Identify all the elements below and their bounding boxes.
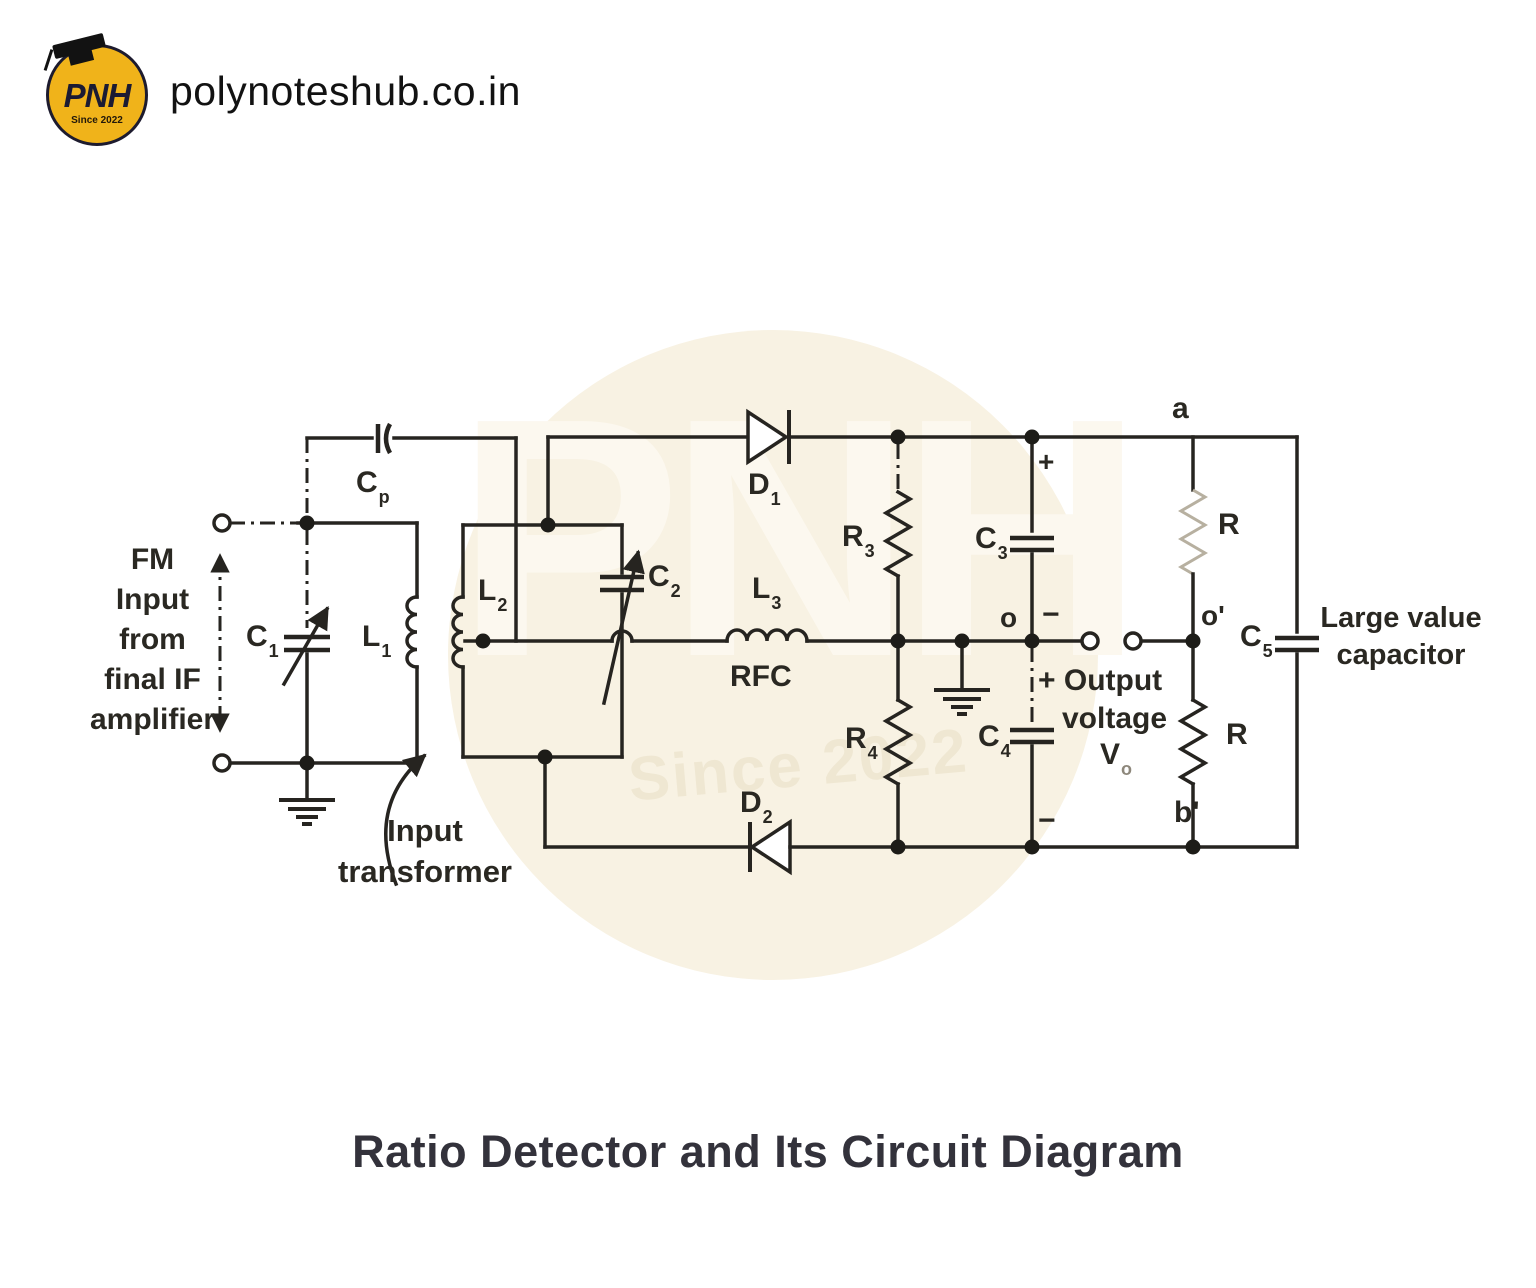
output-voltage-line2: voltage <box>1062 702 1168 735</box>
c4-minus-sign: − <box>1038 804 1056 837</box>
ground-symbol-center <box>934 639 990 716</box>
node-b-prime-label: b' <box>1174 796 1200 829</box>
label-cp: Cp <box>356 466 390 507</box>
capacitor-c1 <box>281 438 330 758</box>
label-c4: C4 <box>978 720 1011 761</box>
label-d2: D2 <box>740 786 773 827</box>
label-c5: C5 <box>1240 620 1273 661</box>
node-a-label: a <box>1172 392 1189 425</box>
capacitor-cp <box>305 422 518 643</box>
label-r4: R4 <box>845 722 878 763</box>
label-l3: L3 <box>752 572 782 613</box>
resistor-r3 <box>882 444 914 643</box>
logo-since: Since 2022 <box>71 115 123 126</box>
figure-caption: Ratio Detector and Its Circuit Diagram <box>352 1126 1184 1177</box>
output-terminals <box>1080 631 1195 651</box>
fm-input-terminals <box>210 513 419 773</box>
large-capacitor-note: Large value capacitor <box>1320 602 1482 671</box>
ground-symbol-input <box>279 767 335 826</box>
c3-plus-sign: + <box>1038 446 1055 477</box>
capacitor-c5 <box>1275 435 1319 849</box>
input-transformer-label: Input transformer <box>338 813 512 889</box>
output-voltage-line1: + Output <box>1038 664 1163 697</box>
capacitor-c4 <box>1010 647 1054 849</box>
capacitor-c3 <box>1010 435 1054 643</box>
diode-d1 <box>546 408 1299 466</box>
node-o-prime-label: o' <box>1201 600 1225 631</box>
junction-dots <box>299 429 1201 855</box>
label-c2: C2 <box>648 560 681 601</box>
label-l1: L1 <box>362 620 392 661</box>
label-d1: D1 <box>748 468 781 509</box>
inductor-l3-rfc <box>463 628 1082 643</box>
label-r-top: R <box>1218 508 1240 541</box>
node-o-label: o <box>1000 602 1018 633</box>
diode-d2 <box>543 755 1299 876</box>
label-c3: C3 <box>975 522 1008 563</box>
resistor-r-top <box>1178 435 1208 643</box>
fm-input-label: FM Input from final IF amplifier <box>89 543 216 736</box>
label-rfc: RFC <box>730 660 792 693</box>
label-l2: L2 <box>478 574 508 615</box>
site-name: polynoteshub.co.in <box>170 68 521 114</box>
inductor-l1-primary <box>296 521 419 765</box>
label-vo: Vo <box>1100 738 1133 779</box>
label-r3: R3 <box>842 520 875 561</box>
input-transformer-arrow <box>384 753 427 887</box>
logo-text: PNH <box>63 77 132 114</box>
label-r-bottom: R <box>1226 718 1248 751</box>
resistor-r-bottom <box>1177 639 1209 849</box>
capacitor-c2 <box>600 523 645 759</box>
site-logo: PNH Since 2022 <box>43 32 148 146</box>
resistor-r4 <box>882 639 914 849</box>
label-c1: C1 <box>246 620 279 661</box>
c3-minus-sign: − <box>1042 598 1060 631</box>
